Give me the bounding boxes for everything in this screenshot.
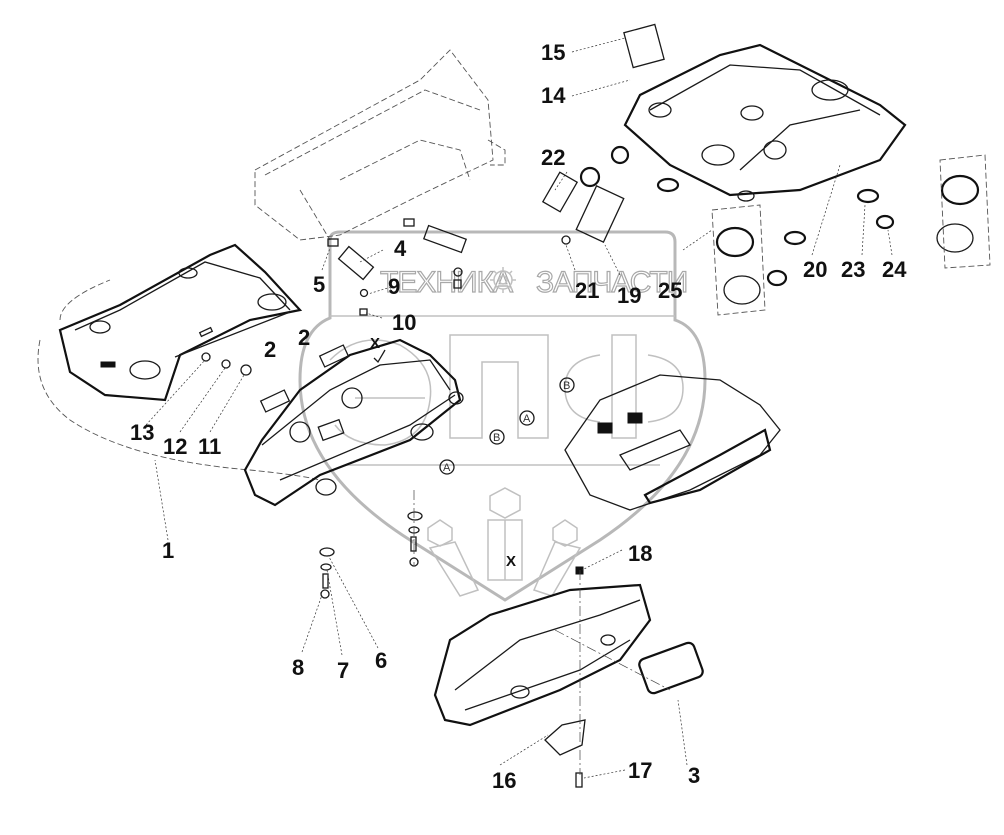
callout-10[interactable]: 10	[392, 310, 416, 335]
view-marker-x-detail: X	[506, 553, 516, 570]
callout-5[interactable]: 5	[313, 272, 325, 297]
view-marker-x-arrow: X	[370, 335, 380, 352]
ref-b-circle-2	[559, 377, 575, 393]
ref-b-label-1: B	[493, 432, 500, 444]
arrow-icon	[373, 349, 386, 364]
watermark-shield-outline	[298, 230, 707, 602]
ref-a-label-1: A	[523, 413, 531, 425]
callout-8[interactable]: 8	[292, 655, 304, 680]
watermark-letter-p	[449, 334, 549, 439]
callout-25[interactable]: 25	[658, 278, 682, 303]
callout-12[interactable]: 12	[163, 434, 187, 459]
fasteners	[201, 267, 584, 788]
watermark-text-right: ЗАПЧАСТИ	[536, 266, 687, 299]
callout-17[interactable]: 17	[628, 758, 652, 783]
gear-icon	[490, 267, 516, 293]
part-1-panel	[58, 243, 303, 402]
part-2-parcel-shelf	[243, 338, 464, 507]
callout-21[interactable]: 21	[575, 278, 599, 303]
callout-14[interactable]: 14	[541, 83, 566, 108]
watermark-letter-f	[564, 334, 684, 439]
ref-b-label-2: B	[563, 380, 570, 392]
callout-23[interactable]: 23	[841, 257, 865, 282]
leader-lines	[145, 37, 893, 779]
callout-3[interactable]: 3	[688, 763, 700, 788]
callout-15[interactable]: 15	[541, 40, 565, 65]
callout-2b[interactable]: 2	[264, 337, 276, 362]
callout-2a[interactable]: 2	[298, 325, 310, 350]
watermark: ТЕХНИКА ЗАПЧАСТИ	[298, 230, 707, 602]
watermark-wheat	[427, 487, 582, 597]
floor-trim-assembly	[564, 374, 781, 511]
callout-20[interactable]: 20	[803, 257, 827, 282]
upper-right-headliner	[541, 23, 991, 316]
brackets	[327, 218, 468, 281]
view-markers: X X A B A B	[370, 335, 575, 570]
callout-22[interactable]: 22	[541, 145, 565, 170]
ref-a-label-2: A	[443, 462, 451, 474]
ghost-body-section	[37, 49, 506, 481]
callout-18[interactable]: 18	[628, 541, 652, 566]
lower-shelf-assembly	[433, 583, 704, 756]
callout-9[interactable]: 9	[388, 274, 400, 299]
watermark-letter-e	[329, 339, 432, 446]
callout-16[interactable]: 16	[492, 768, 516, 793]
callout-11[interactable]: 11	[198, 434, 221, 459]
ref-b-circle-1	[489, 429, 505, 445]
callout-6[interactable]: 6	[375, 648, 387, 673]
callout-4[interactable]: 4	[394, 236, 407, 261]
watermark-text-left: ТЕХНИКА	[380, 266, 513, 299]
callout-13[interactable]: 13	[130, 420, 154, 445]
callout-7[interactable]: 7	[337, 658, 349, 683]
callout-1[interactable]: 1	[162, 538, 174, 563]
callout-19[interactable]: 19	[617, 283, 641, 308]
callouts: 15 14 22 4 5 9 10 21 19 25 20 23 24 2 2 …	[130, 40, 907, 793]
callout-24[interactable]: 24	[882, 257, 907, 282]
ref-a-circle-2	[439, 459, 455, 475]
ref-a-circle-1	[519, 410, 535, 426]
